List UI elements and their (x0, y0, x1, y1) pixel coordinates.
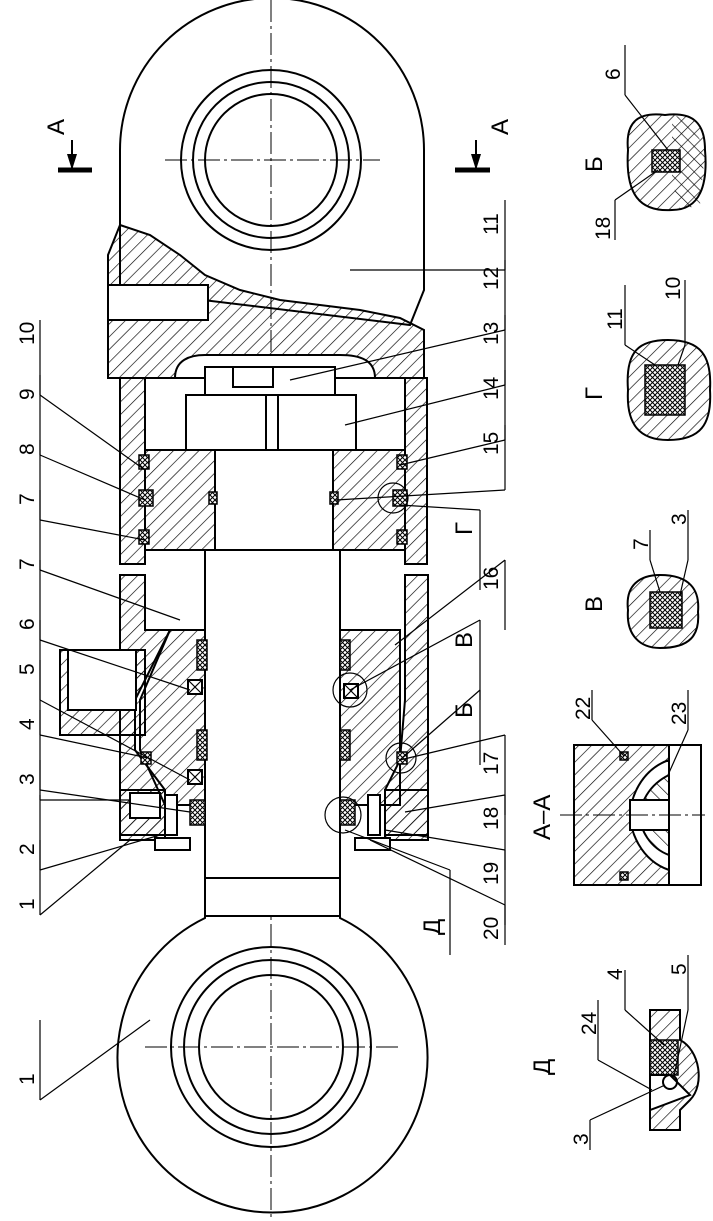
detail-g-label-10: 10 (662, 277, 685, 300)
callout-v: В (451, 632, 478, 648)
detail-d: 4 5 24 3 Д (529, 955, 700, 1150)
detail-d-label-5: 5 (668, 963, 691, 975)
detail-g-label-11: 11 (604, 308, 627, 330)
detail-v-label-7: 7 (630, 538, 653, 550)
detail-b-label-6: 6 (602, 68, 625, 80)
callout-d: Д (419, 919, 446, 935)
bottom-eye-1 (116, 877, 429, 1214)
detail-aa: 22 23 А–А (529, 690, 705, 886)
label-part-13: 12 (480, 267, 503, 290)
label-part-12: 11 (480, 213, 503, 235)
detail-d-label-24: 24 (578, 1011, 601, 1035)
label-part-6: 5 (16, 663, 39, 675)
detail-d-label-3: 3 (570, 1133, 593, 1145)
detail-g-title: Г (581, 387, 608, 400)
label-part-15: 14 (480, 376, 503, 400)
label-part-10: 9 (16, 388, 39, 400)
label-part-16: 15 (480, 432, 503, 455)
section-aa-markers (58, 140, 490, 173)
section-a-right: А (487, 119, 514, 135)
label-part-8: 7 (16, 493, 39, 505)
piston-rod (204, 549, 341, 913)
detail-g: 11 10 Г (581, 277, 712, 442)
label-part-17: 16 (480, 567, 503, 590)
label-part-11: 10 (16, 322, 39, 345)
callout-b: Б (451, 702, 478, 718)
detail-d-title: Д (529, 1059, 556, 1075)
detail-aa-title: А–А (529, 795, 556, 840)
label-part-19: 18 (480, 807, 503, 830)
detail-aa-label-23: 23 (668, 702, 691, 725)
detail-v: 7 3 В (581, 510, 700, 650)
detail-v-label-3: 3 (668, 513, 691, 525)
label-part-14: 13 (480, 322, 503, 345)
detail-b-title: Б (581, 156, 608, 172)
label-part-7a: 7 (16, 558, 39, 570)
part-labels-right: 11 12 13 14 15 16 17 18 19 20 (480, 213, 503, 940)
label-part-9: 8 (16, 443, 39, 455)
barrel-upper (119, 366, 428, 565)
leader-lines (39, 200, 506, 1101)
label-part-7b: 6 (16, 618, 39, 630)
callout-g: Г (451, 522, 478, 535)
label-part-21: 20 (480, 917, 503, 940)
section-a-left: А (43, 119, 70, 135)
label-part-20: 19 (480, 862, 503, 885)
detail-aa-label-22: 22 (572, 697, 595, 720)
detail-d-label-4: 4 (604, 968, 627, 980)
detail-v-title: В (581, 596, 608, 612)
label-part-2: 1 (16, 898, 39, 910)
label-part-4: 3 (16, 773, 39, 785)
detail-b-label-18: 18 (592, 217, 615, 240)
label-part-5: 4 (16, 718, 39, 730)
top-eye-12 (107, 0, 425, 379)
detail-b: 6 18 Б (581, 45, 707, 240)
part-labels-left: 10 9 8 7 7 6 5 4 3 2 1 1 (16, 322, 39, 1085)
label-part-1: 1 (16, 1073, 39, 1085)
label-part-3: 2 (16, 843, 39, 855)
label-part-18: 17 (480, 752, 503, 775)
